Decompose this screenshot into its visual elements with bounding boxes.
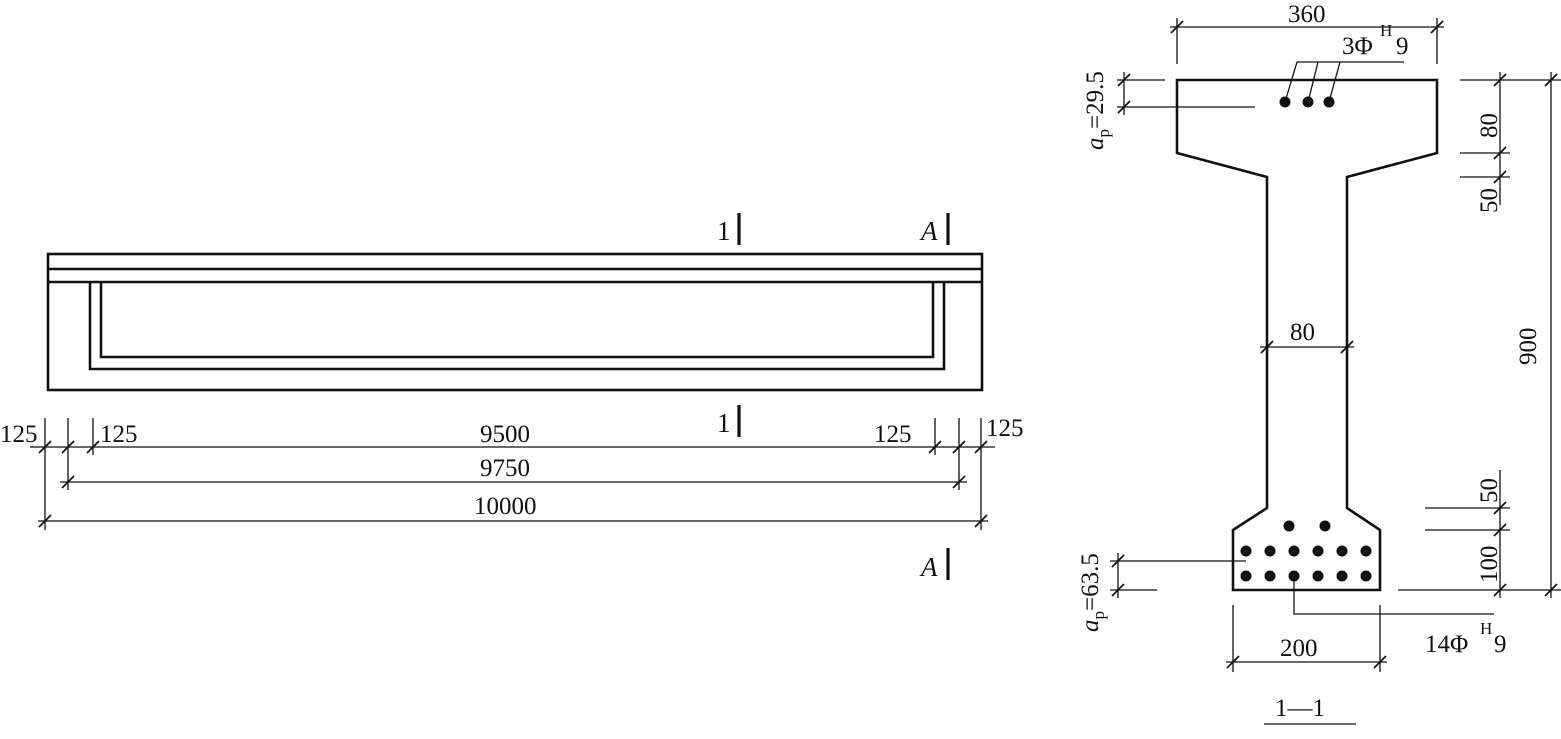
top-tendon-symbol: Φ	[1355, 33, 1373, 60]
svg-text:ap=29.5: ap=29.5	[1082, 71, 1113, 150]
section-mark-A-top: A	[919, 213, 950, 246]
bottom-strand	[1283, 520, 1295, 532]
section-mark-1-top: 1	[717, 213, 741, 246]
top-tendon-count: 3	[1342, 33, 1355, 60]
section-mark-A-top-label: A	[919, 216, 938, 246]
beam-elevation	[46, 252, 984, 392]
section-mark-1-top-label: 1	[717, 216, 731, 246]
ap-top-label: ap=29.5	[1082, 71, 1113, 150]
section-title: 1—1	[1275, 695, 1325, 722]
bottom-strand	[1312, 570, 1324, 582]
dim-total-height: 900	[1515, 328, 1542, 366]
dim-bottom-haunch: 50	[1476, 478, 1503, 503]
ap-bottom-subscript: p	[1089, 611, 1108, 620]
bottom-strand	[1240, 545, 1252, 557]
bottom-strand	[1264, 545, 1276, 557]
cross-section: 360 3Φ H 9 ap=29.5 80 50	[1077, 1, 1561, 725]
bottom-tendon-label: 14Φ	[1425, 631, 1468, 658]
dim-bottom-flange: 100	[1476, 546, 1503, 584]
section-mark-1-bottom: 1	[717, 405, 741, 438]
ap-top-subscript: p	[1094, 129, 1113, 138]
svg-text:ap=63.5: ap=63.5	[1077, 553, 1108, 632]
dim-flange-width: 360	[1288, 1, 1326, 28]
dim-end-right-inner: 125	[874, 421, 912, 448]
bottom-strand	[1360, 570, 1372, 582]
elevation-dimensions: 125 125 9500 125 125 9750 10000	[0, 415, 1024, 530]
top-tendon-superscript: H	[1380, 21, 1392, 40]
top-tendon-size: 9	[1396, 33, 1409, 60]
beam-outline	[46, 252, 984, 392]
section-mark-A-bottom: A	[919, 548, 950, 582]
section-mark-1-bottom-label: 1	[717, 408, 731, 438]
top-tendon-label: 3Φ	[1342, 33, 1373, 60]
dim-haunch: 50	[1476, 188, 1503, 213]
dim-web-width: 80	[1290, 319, 1315, 346]
ap-top-symbol: a	[1082, 138, 1109, 151]
bottom-tendon-superscript: H	[1480, 619, 1492, 638]
section-mark-A-bottom-label: A	[919, 552, 938, 582]
bottom-strand	[1336, 570, 1348, 582]
bottom-strand	[1264, 570, 1276, 582]
ap-top-value: =29.5	[1082, 71, 1109, 129]
dim-end-left-outer: 125	[0, 421, 38, 448]
ap-bottom-symbol: a	[1077, 620, 1104, 633]
bottom-tendon-size: 9	[1494, 631, 1507, 658]
dim-end-left-inner: 125	[100, 421, 138, 448]
dim-between-supports: 9750	[480, 455, 530, 482]
dim-flange-thickness: 80	[1476, 113, 1503, 138]
bottom-strand	[1312, 545, 1324, 557]
ap-bottom-value: =63.5	[1077, 553, 1104, 611]
bottom-strand	[1360, 545, 1372, 557]
tendon-outer-line	[88, 282, 946, 371]
dim-middle: 9500	[480, 421, 530, 448]
bottom-strands	[1240, 520, 1372, 582]
bottom-tendon-count: 14	[1425, 631, 1451, 658]
bottom-strand	[1240, 570, 1252, 582]
bottom-tendon-symbol: Φ	[1450, 631, 1468, 658]
tendon-inner-line	[99, 282, 935, 359]
dim-bottom-width: 200	[1280, 635, 1318, 662]
section-outline	[1175, 78, 1439, 592]
dim-total-length: 10000	[474, 493, 537, 520]
dim-end-right-outer: 125	[986, 415, 1024, 442]
bottom-strand	[1336, 545, 1348, 557]
ap-bottom-label: ap=63.5	[1077, 553, 1108, 632]
bottom-strand	[1288, 545, 1300, 557]
bottom-strand	[1319, 520, 1331, 532]
